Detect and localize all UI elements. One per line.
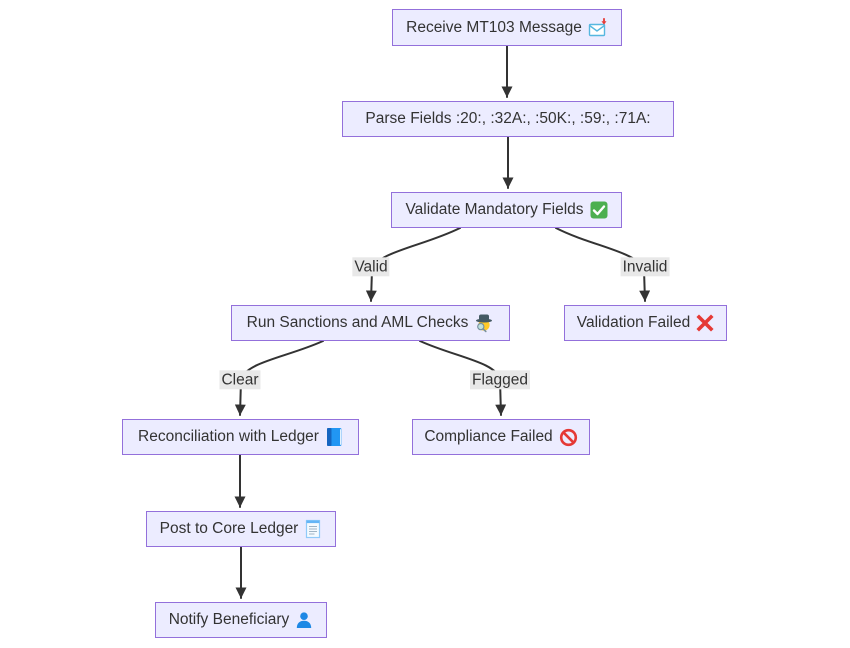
node-label: Notify Beneficiary [168,611,290,628]
node-label: Parse Fields :20:, :32A:, :50K:, :59:, :… [365,110,651,127]
edge-label-valid: Valid [352,257,390,277]
node-validate-fields: Validate Mandatory Fields [391,192,622,228]
node-label: Compliance Failed [424,428,553,445]
envelope-incoming-icon [588,17,607,36]
node-receive-mt103: Receive MT103 Message [392,9,622,46]
node-label: Receive MT103 Message [406,18,582,36]
node-validation-failed: Validation Failed [564,305,727,341]
receipt-icon [306,519,321,539]
blue-book-icon [326,428,342,446]
node-label: Validate Mandatory Fields [405,201,584,218]
node-label: Validation Failed [576,314,691,331]
edge-label-invalid: Invalid [620,257,670,277]
node-reconciliation-ledger: Reconciliation with Ledger [122,419,359,455]
node-label: Run Sanctions and AML Checks [246,314,469,331]
node-label: Reconciliation with Ledger [138,428,319,445]
node-notify-beneficiary: Notify Beneficiary [155,602,327,638]
node-label: Post to Core Ledger [159,520,299,537]
prohibited-icon [559,428,577,446]
node-post-core-ledger: Post to Core Ledger [146,511,336,547]
edge-label-flagged: Flagged [469,370,531,390]
bust-silhouette-icon [297,612,312,628]
detective-icon [476,314,493,333]
check-mark-icon [590,201,608,219]
node-compliance-failed: Compliance Failed [412,419,590,455]
cross-mark-icon [696,314,714,332]
edge-label-clear: Clear [219,370,261,390]
node-parse-fields: Parse Fields :20:, :32A:, :50K:, :59:, :… [342,101,674,137]
node-run-sanctions-aml: Run Sanctions and AML Checks [231,305,510,341]
